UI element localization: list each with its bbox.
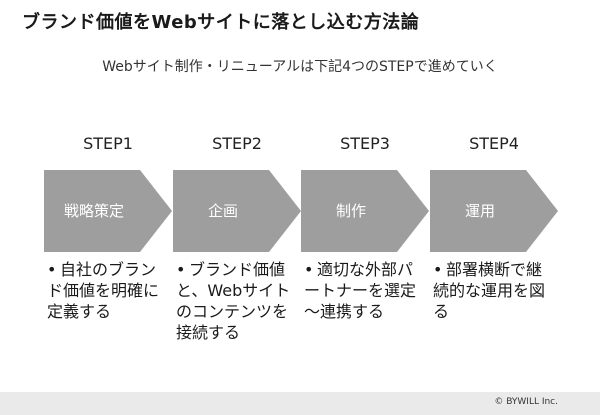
- chevron-label-1: 戦略策定: [63, 202, 124, 220]
- chevron-label-2: 企画: [207, 202, 238, 220]
- bullet-icon: •: [304, 260, 314, 279]
- step-description-2: •ブランド価値と、Webサイトのコンテンツを接続する: [176, 260, 291, 342]
- chevron-label-4: 運用: [464, 202, 495, 220]
- footer-bar: © BYWILL Inc.: [0, 392, 600, 415]
- step-description-4: •部署横断で継続的な運用を図る: [433, 260, 546, 321]
- chevron-step-3: [301, 170, 429, 252]
- chevron-label-3: 制作: [335, 202, 366, 220]
- step-label-2: STEP2: [212, 134, 262, 153]
- bullet-icon: •: [47, 260, 57, 279]
- step-description-3: •適切な外部パートナーを選定～連携する: [304, 260, 417, 321]
- step-label-1: STEP1: [83, 134, 133, 153]
- chevron-step-4: [430, 170, 558, 252]
- step-label-3: STEP3: [340, 134, 390, 153]
- chevron-step-1: [44, 170, 172, 252]
- slide-subtitle: Webサイト制作・リニューアルは下記4つのSTEPで進めていく: [102, 59, 498, 75]
- chevron-step-2: [173, 170, 301, 252]
- slide-title: ブランド価値をWebサイトに落とし込む方法論: [22, 12, 420, 33]
- step-description-1: •自社のブランド価値を明確に定義する: [47, 260, 160, 321]
- copyright-text: © BYWILL Inc.: [494, 397, 558, 407]
- bullet-icon: •: [433, 260, 443, 279]
- step-label-4: STEP4: [469, 134, 519, 153]
- bullet-icon: •: [176, 260, 186, 279]
